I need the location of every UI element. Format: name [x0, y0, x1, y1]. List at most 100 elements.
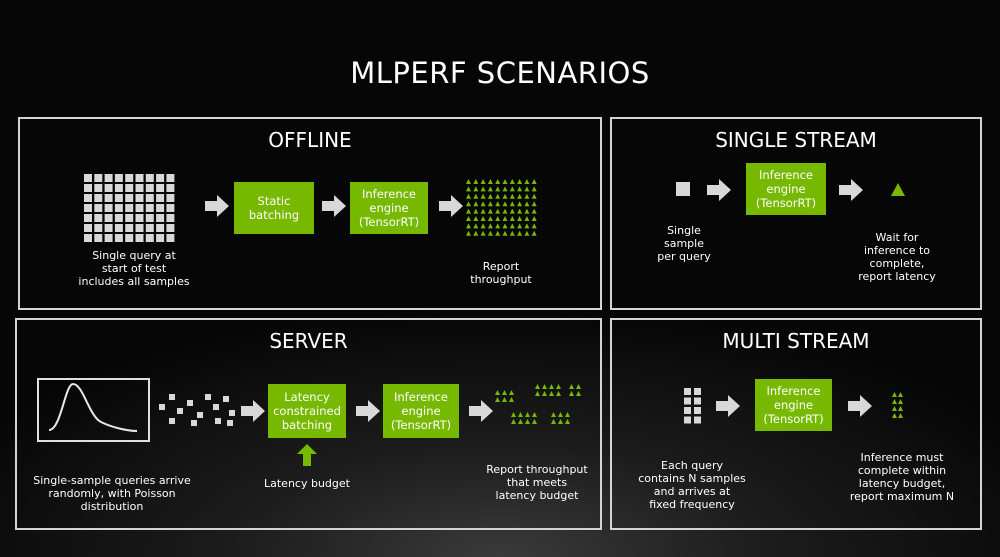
sample-square: [135, 174, 144, 182]
multi-arrow-2-icon: [848, 395, 872, 417]
offline-static-batching-box: Static batching: [234, 182, 314, 234]
sample-square: [125, 214, 134, 222]
sample-square: [135, 194, 144, 202]
result-triangle: [517, 230, 523, 236]
result-triangle: [466, 201, 471, 207]
server-caption-mid: Latency budget: [264, 477, 350, 490]
result-triangle: [495, 230, 501, 236]
sample-square: [145, 234, 154, 242]
result-triangle: [466, 223, 471, 229]
sample-square: [114, 214, 123, 222]
result-triangle: [531, 230, 537, 236]
result-triangle: [525, 419, 530, 424]
result-triangle: [473, 193, 479, 199]
multi-caption-right: Inference must complete within latency b…: [849, 451, 955, 503]
result-triangle: [509, 230, 515, 236]
sample-square: [135, 234, 144, 242]
result-triangle: [466, 179, 471, 184]
result-triangle: [524, 179, 530, 184]
sample-square: [156, 174, 165, 182]
server-arrow-3-icon: [469, 400, 493, 422]
result-triangle: [480, 216, 486, 221]
result-triangle: [466, 193, 471, 199]
sample-square: [114, 194, 123, 202]
result-triangle: [487, 201, 493, 207]
result-triangle: [532, 419, 537, 424]
result-triangle: [480, 223, 486, 229]
server-inference-engine-box: Inference engine (TensorRT): [383, 384, 459, 438]
result-triangle: [892, 392, 897, 397]
result-triangle: [524, 186, 530, 192]
sample-square: [104, 174, 113, 182]
sample-square: [125, 174, 134, 182]
result-triangle: [502, 390, 507, 395]
sample-square: [145, 204, 154, 212]
result-triangle: [495, 397, 500, 402]
result-triangle: [487, 216, 493, 221]
sample-square: [166, 194, 175, 202]
query-square: [205, 394, 211, 400]
result-triangle: [502, 193, 508, 199]
result-triangle: [565, 412, 570, 417]
result-triangle: [524, 223, 530, 229]
result-triangle: [565, 419, 570, 424]
result-triangle: [502, 201, 508, 207]
result-triangle: [517, 216, 523, 221]
multi-results-triangles-icon: [892, 392, 903, 418]
result-triangle: [517, 223, 523, 229]
sample-square: [114, 234, 123, 242]
multi-inference-engine-box: Inference engine (TensorRT): [755, 379, 832, 431]
sample-square: [145, 214, 154, 222]
result-triangle: [531, 186, 537, 192]
result-triangle: [551, 419, 556, 424]
sample-square: [84, 214, 92, 222]
sample-square: [694, 416, 701, 424]
result-triangle: [569, 391, 574, 396]
result-triangle: [502, 397, 507, 402]
sample-square: [94, 224, 103, 232]
result-triangle: [502, 179, 508, 184]
server-results-triangles-icon: [495, 384, 581, 424]
sample-square: [684, 388, 691, 395]
result-triangle: [898, 413, 903, 418]
result-triangle: [473, 223, 479, 229]
result-triangle: [473, 230, 479, 236]
result-triangle: [531, 216, 537, 221]
result-triangle: [495, 390, 500, 395]
sample-square: [684, 407, 691, 414]
result-triangle: [509, 208, 515, 214]
single-sample-icon: [676, 182, 690, 196]
query-square: [215, 418, 221, 424]
result-triangle: [569, 384, 574, 389]
result-triangle: [487, 208, 493, 214]
result-triangle: [531, 201, 537, 207]
sample-square: [145, 194, 154, 202]
sample-square: [104, 234, 113, 242]
sample-square: [166, 234, 175, 242]
result-triangle: [542, 391, 547, 396]
offline-caption-left: Single query at start of test includes a…: [78, 249, 190, 288]
result-triangle: [509, 193, 515, 199]
sample-square: [84, 224, 92, 232]
single-arrow-1-icon: [707, 179, 731, 201]
single-stream-title: SINGLE STREAM: [715, 128, 877, 152]
result-triangle: [517, 201, 523, 207]
result-triangle: [558, 419, 563, 424]
result-triangle: [518, 412, 523, 417]
offline-inference-engine-box: Inference engine (TensorRT): [350, 182, 428, 234]
query-square: [223, 396, 229, 402]
sample-square: [145, 174, 154, 182]
sample-square: [125, 234, 134, 242]
sample-square: [94, 204, 103, 212]
sample-square: [84, 204, 92, 212]
result-triangle: [480, 179, 486, 184]
result-triangle: [495, 193, 501, 199]
result-triangle: [495, 208, 501, 214]
sample-square: [125, 204, 134, 212]
result-triangle: [495, 216, 501, 221]
sample-square: [135, 204, 144, 212]
server-arrow-2-icon: [356, 400, 380, 422]
sample-square: [694, 407, 701, 414]
sample-square: [84, 234, 92, 242]
sample-square: [114, 174, 123, 182]
